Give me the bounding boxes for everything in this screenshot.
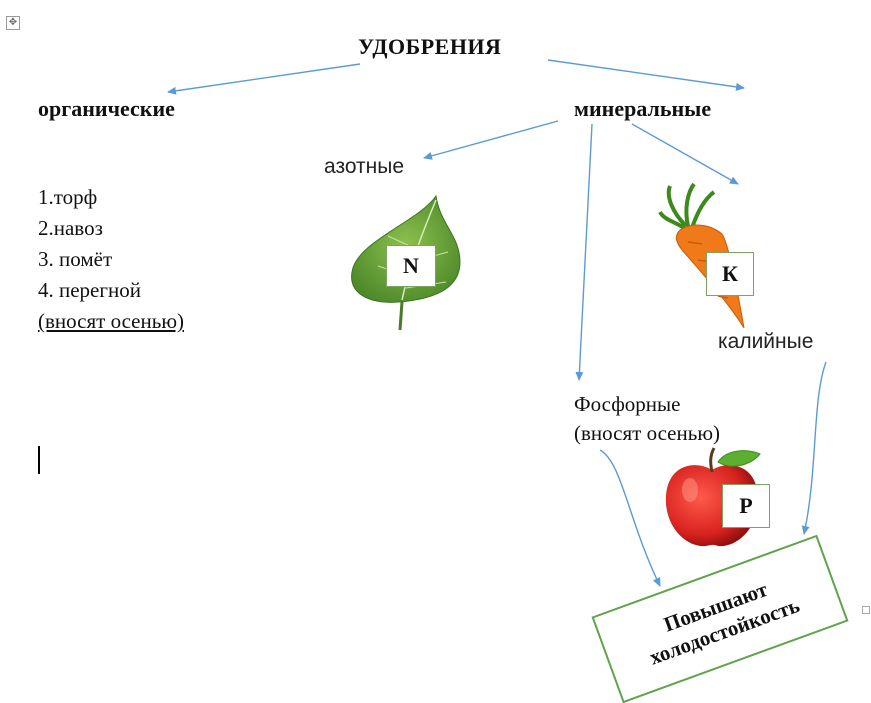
- nitrogen-symbol-box: N: [386, 245, 436, 287]
- phosphorus-note: (вносят осенью): [574, 421, 720, 445]
- potassium-symbol-box: К: [706, 252, 754, 296]
- diagram-title: УДОБРЕНИЯ: [358, 34, 502, 59]
- phosphorus-label: Фосфорные: [574, 392, 681, 416]
- arrow-title-to-mineral: [547, 59, 745, 91]
- list-item: 3. помёт: [38, 247, 113, 271]
- phosphorus-block: Фосфорные (вносят осенью): [574, 390, 720, 448]
- arrow-mineral-to-nitrogen: [423, 120, 559, 160]
- arrow-mineral-to-potassium: [631, 123, 739, 185]
- arrow-potassium-to-result: [801, 361, 827, 535]
- organic-note: (вносят осенью): [38, 309, 184, 333]
- text-cursor: [38, 446, 40, 474]
- nitrogen-label: азотные: [324, 155, 405, 178]
- arrow-phosphorus-to-result: [599, 449, 661, 587]
- list-item: 2.навоз: [38, 216, 103, 240]
- phosphorus-symbol-box: Р: [722, 484, 770, 528]
- list-item: 1.торф: [38, 185, 98, 209]
- table-move-handle-icon[interactable]: ✥: [6, 16, 20, 30]
- resize-handle-icon[interactable]: [862, 606, 870, 614]
- potassium-label: калийные: [718, 330, 814, 353]
- arrow-title-to-organic: [167, 63, 361, 95]
- organic-label: органические: [38, 96, 175, 121]
- organic-list: 1.торф 2.навоз 3. помёт 4. перегной (вно…: [38, 182, 184, 337]
- mineral-label: минеральные: [574, 96, 712, 121]
- arrow-mineral-to-phosphorus: [575, 123, 593, 381]
- list-item: 4. перегной: [38, 278, 141, 302]
